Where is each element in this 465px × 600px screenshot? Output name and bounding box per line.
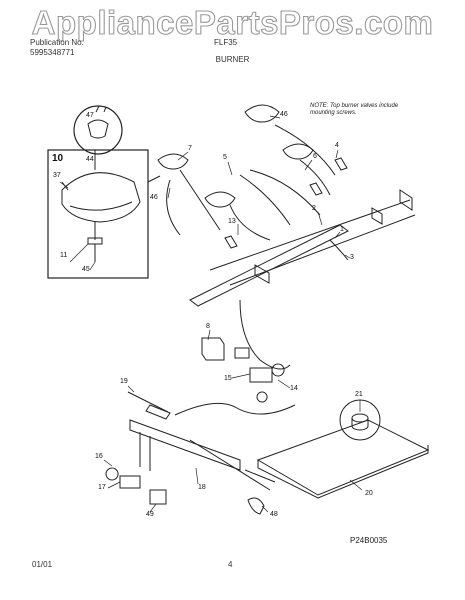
pressure-regulator [234,347,273,383]
part-8-bracket [201,337,225,361]
figure-code: P24B0035 [350,536,388,545]
callout-44: 44 [86,156,94,163]
callout-49: 49 [146,511,154,518]
igniter-cap-part [87,119,109,139]
callout-46-right: 46 [280,111,288,118]
callout-4: 4 [335,142,339,149]
callout-6: 6 [313,153,317,160]
callout-19: 19 [120,378,128,385]
top-burner-rear-right [244,104,280,123]
burner-valve-note: NOTE: Top burner valves include mounting… [310,103,399,116]
detail-inset-frame [47,149,149,279]
callout-14: 14 [290,385,298,392]
callout-1: 1 [340,226,344,233]
part-49-igniter [149,489,167,505]
callout-2: 2 [312,205,316,212]
callout-48: 48 [270,511,278,518]
detail-magnifier-circle [73,105,123,155]
site-watermark: AppliancePartsPros.com [31,3,434,41]
oven-burner-tube [129,419,241,471]
oven-safety-valve [119,475,141,489]
top-burner-front-right [282,143,314,160]
top-burner-center [204,191,236,208]
callout-21: 21 [355,391,363,398]
callout-17: 17 [98,484,106,491]
inset-orifice-holder [87,222,103,245]
burner-tube-right [274,124,336,196]
callout-7: 7 [188,145,192,152]
callout-37: 37 [53,172,61,179]
callout-13: 13 [228,218,236,225]
callout-3: 3 [350,254,354,261]
callout-20: 20 [365,490,373,497]
callout-8: 8 [206,323,210,330]
gas-manifold [189,224,349,307]
publication-number: 5995348771 [30,48,75,57]
section-title: BURNER [215,55,250,64]
callout-46-left: 46 [150,194,158,201]
top-burner-left [157,153,189,170]
footer-date: 01/01 [32,560,53,569]
part-48-bracket [247,497,265,515]
publication-label: Publication No. [30,38,84,47]
callout-18: 18 [198,484,206,491]
burner-tube-left [166,169,221,236]
callout-16: 16 [95,453,103,460]
callout-10: 10 [52,153,64,164]
model-number: FLF35 [214,38,238,47]
burner-tube-center [239,169,321,226]
callout-45: 45 [82,266,90,273]
callout-15: 15 [224,375,232,382]
callout-47: 47 [86,112,94,119]
footer-page-number: 4 [228,560,233,569]
inset-burner-head [61,172,141,223]
callout-5: 5 [223,154,227,161]
supply-tube [239,299,291,370]
oven-gas-tube [127,391,296,416]
callout-11: 11 [60,252,68,259]
